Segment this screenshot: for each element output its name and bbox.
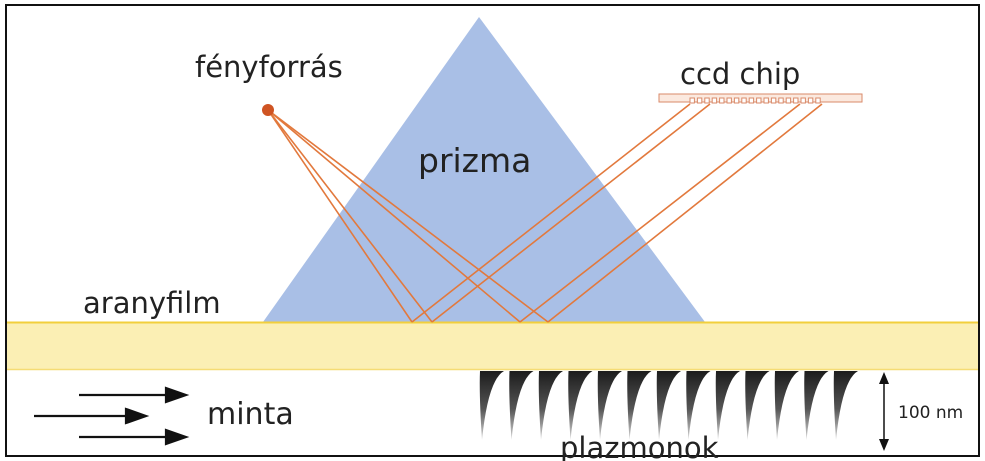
- plasmon-spike: [538, 371, 563, 440]
- light-source-label: fényforrás: [195, 50, 343, 84]
- scale-bar: [879, 372, 889, 451]
- ccd-pixel: [696, 97, 703, 104]
- ccd-pixel: [689, 97, 695, 104]
- plasmon-spike: [774, 371, 799, 440]
- gold-film-label: aranyfilm: [83, 286, 221, 320]
- ccd-pixel: [815, 97, 821, 104]
- plasmon-spike: [745, 371, 770, 440]
- plasmon-spike: [715, 371, 740, 440]
- ccd-pixel: [807, 97, 814, 104]
- flow-arrow-1-head: [164, 386, 190, 404]
- plasmon-spike: [656, 371, 681, 440]
- ccd-pixel: [711, 97, 718, 104]
- ccd-pixel: [793, 97, 799, 104]
- light-source-dot: [262, 104, 274, 116]
- flow-arrows: [34, 386, 190, 446]
- sample-label: minta: [207, 397, 294, 432]
- ccd-pixel: [726, 97, 732, 104]
- plasmon-spike: [568, 371, 593, 440]
- flow-arrow-2-head: [124, 407, 150, 425]
- plasmon-spike: [627, 371, 652, 440]
- plasmon-waves: [479, 371, 858, 440]
- reflected-rays: [411, 103, 823, 323]
- ccd-chip: [658, 93, 863, 104]
- ccd-pixel: [756, 97, 762, 104]
- flow-arrow-3-head: [164, 428, 190, 446]
- ccd-pixel: [763, 97, 769, 104]
- ccd-pixel: [778, 97, 784, 104]
- scale-label: 100 nm: [898, 403, 963, 423]
- ccd-chip-label: ccd chip: [680, 57, 800, 91]
- ccd-pixel: [733, 97, 740, 104]
- ccd-pixel: [748, 97, 755, 104]
- ccd-pixel: [704, 97, 710, 104]
- plasmon-spike: [804, 371, 829, 440]
- plasmon-spike: [509, 371, 534, 440]
- ccd-pixel: [741, 97, 747, 104]
- prism-label: prizma: [418, 141, 531, 180]
- ccd-pixel: [800, 97, 806, 104]
- plasmons-label: plazmonok: [560, 431, 719, 461]
- ccd-pixel: [770, 97, 777, 104]
- plasmon-spike: [479, 371, 504, 440]
- plasmon-spike: [597, 371, 622, 440]
- ccd-pixel: [719, 97, 725, 104]
- plasmon-spike: [833, 371, 858, 440]
- gold-film: [7, 322, 978, 370]
- plasmon-spike: [686, 371, 711, 440]
- ccd-pixel: [785, 97, 792, 104]
